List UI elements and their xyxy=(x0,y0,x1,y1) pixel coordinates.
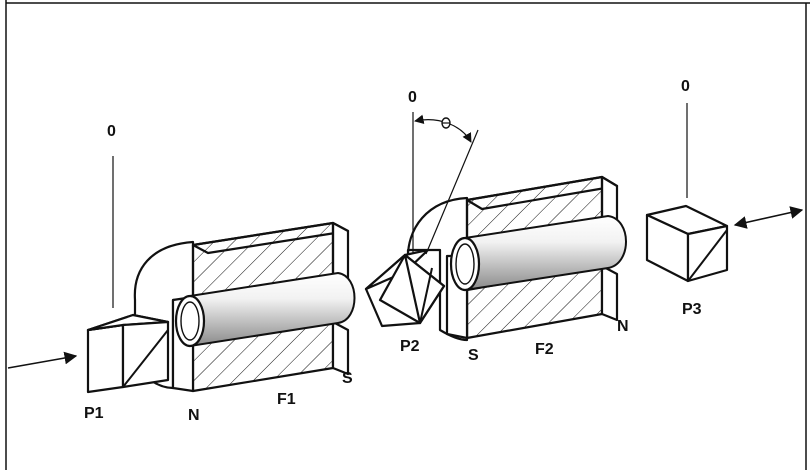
polarizer-p3 xyxy=(645,103,729,283)
label-f2: F2 xyxy=(535,341,554,358)
label-p1: P1 xyxy=(84,405,104,422)
label-zero-p2: 0 xyxy=(408,89,417,106)
label-p3: P3 xyxy=(682,301,702,318)
polarizer-p2 xyxy=(364,112,479,328)
incoming-light-arrow xyxy=(7,351,78,369)
label-p2: P2 xyxy=(400,338,420,355)
polarizer-p1 xyxy=(86,156,170,394)
rod-f1 xyxy=(174,271,356,348)
label-zero-p1: 0 xyxy=(107,123,116,140)
label-n-f1: N xyxy=(188,407,200,424)
rod-f2 xyxy=(449,214,627,292)
label-f1: F1 xyxy=(277,391,296,408)
label-n-f2: N xyxy=(617,318,629,335)
outgoing-double-arrow xyxy=(733,206,804,229)
frame-border xyxy=(5,0,810,470)
label-s-f2: S xyxy=(468,347,479,364)
label-zero-p3: 0 xyxy=(681,78,690,95)
label-s-f1: S xyxy=(342,370,353,387)
